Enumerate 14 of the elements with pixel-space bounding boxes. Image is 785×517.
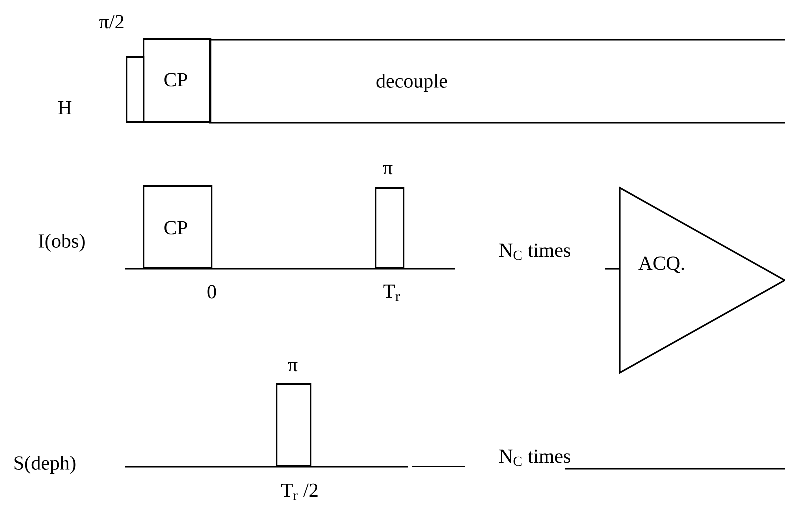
repeat-label: N$_{C}$ times: [499, 450, 570, 466]
axis-label: S(deph): [14, 456, 76, 474]
axis-label: H: [58, 101, 72, 115]
pulse-box: CP: [143, 38, 212, 123]
pulse-box: [126, 56, 145, 123]
pulse-box: [375, 187, 405, 269]
pulse-angle-label: π/2: [100, 15, 124, 29]
time-label: 0: [208, 285, 216, 299]
pulse-angle-label: π: [383, 165, 393, 175]
pulse-box: CP: [143, 185, 213, 269]
pulse-box: [276, 383, 312, 467]
pulse-angle-label: π: [288, 362, 298, 372]
decoupling-band: decouple: [209, 39, 785, 124]
repeat-label: N$_{C}$ times: [499, 244, 570, 260]
